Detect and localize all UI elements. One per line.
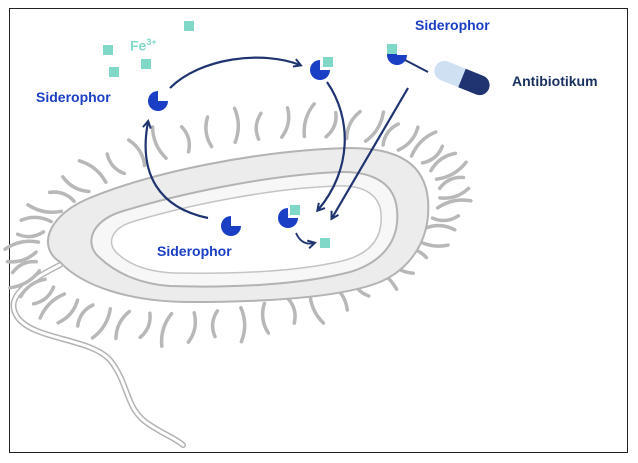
siderophore-fe-complex-icon: [310, 57, 333, 80]
pilus: [138, 311, 152, 340]
pilus: [77, 159, 108, 184]
pilus: [61, 175, 91, 194]
iron-ion: [320, 238, 330, 248]
pilus: [90, 307, 113, 340]
pilus: [75, 303, 95, 328]
pilus: [5, 250, 38, 264]
pilus: [435, 198, 473, 210]
pilus: [18, 277, 47, 299]
pilus: [429, 151, 458, 173]
pilus: [260, 301, 271, 335]
pilus: [324, 110, 338, 139]
siderophore-antibiotic-conjugate-icon: [387, 44, 429, 73]
pilus: [344, 109, 362, 141]
pilus: [434, 160, 468, 181]
pilus: [56, 298, 80, 325]
pilus: [396, 125, 420, 152]
pilus: [437, 175, 466, 191]
pilus: [280, 106, 291, 139]
pilus: [3, 239, 41, 251]
pilus: [254, 111, 263, 141]
iron-label: Fe3+: [130, 37, 157, 54]
pilus: [232, 106, 241, 145]
pilus: [239, 305, 247, 344]
pilus: [438, 186, 471, 200]
pilus: [150, 125, 168, 160]
siderophore-fe-complex-icon: [278, 205, 300, 228]
pilus: [204, 115, 214, 149]
pilus: [38, 292, 67, 320]
pilus: [105, 152, 127, 176]
iron-ion: [109, 67, 119, 77]
pilus: [363, 110, 386, 143]
arrow-iron-release: [295, 232, 314, 244]
iron-ion: [184, 21, 194, 31]
pilus: [179, 125, 192, 154]
pilus: [19, 215, 53, 224]
siderophor-label-top-right: Siderophor: [415, 17, 490, 33]
capsule-icon: [434, 60, 490, 96]
pilus: [186, 311, 198, 344]
arrow-down-into-cell: [318, 81, 346, 210]
pilus: [15, 230, 46, 239]
siderophore-icon: [148, 91, 168, 111]
cytoplasm: [110, 185, 382, 274]
arrow-outer-up: [146, 122, 209, 220]
pilus: [26, 203, 64, 215]
pilus: [423, 223, 457, 232]
antibiotic-label: Antibiotikum: [512, 73, 598, 89]
pilus: [114, 309, 132, 341]
arrow-top-right: [169, 56, 300, 89]
siderophor-label-center: Siderophor: [157, 243, 232, 259]
iron-ion: [103, 45, 113, 55]
pilus: [285, 296, 297, 325]
pilus: [31, 285, 56, 306]
pilus: [302, 102, 316, 139]
pilus: [210, 309, 220, 339]
pilus: [420, 144, 445, 165]
pilus: [409, 130, 438, 158]
arrow-antibiotic-entry: [332, 87, 409, 218]
pilus: [10, 259, 39, 275]
siderophor-label-left: Siderophor: [36, 89, 111, 105]
pilus: [47, 190, 76, 204]
iron-ion: [141, 59, 151, 69]
iron-label-charge: 3+: [146, 37, 157, 47]
pilus: [159, 311, 174, 348]
pilus: [126, 138, 147, 168]
siderophore-icon: [221, 216, 241, 236]
iron-label-base: Fe: [130, 37, 147, 54]
pilus: [430, 214, 461, 223]
pilus: [8, 269, 42, 290]
pilus: [381, 122, 401, 147]
